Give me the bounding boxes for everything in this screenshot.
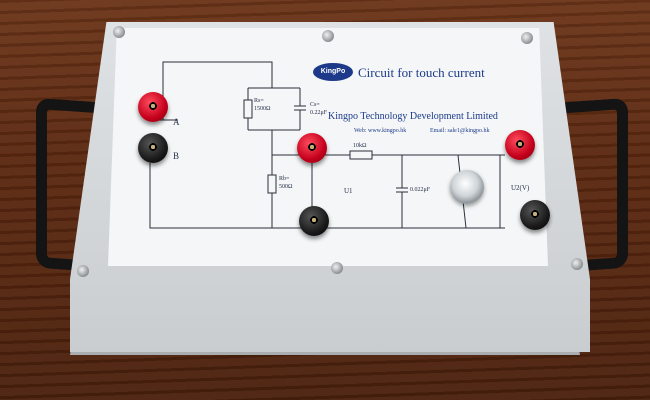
cs-label: Cs= [310, 102, 320, 108]
rb-value: 500Ω [279, 184, 293, 190]
screw-top-center [322, 30, 334, 42]
rb-label: Rb= [279, 176, 290, 182]
screw-top-right [521, 32, 533, 44]
terminal-u1-black[interactable] [299, 206, 329, 236]
terminal-u2-red[interactable] [505, 130, 535, 160]
c1-value: 0.022μF [410, 187, 431, 193]
terminal-u2-black[interactable] [520, 200, 550, 230]
terminal-u1-red[interactable] [297, 133, 327, 163]
rs-label: Rs= [254, 98, 264, 104]
kingpo-logo: KingPo [313, 63, 353, 81]
panel-title: Circuit for touch current [358, 65, 485, 80]
terminal-b-black[interactable] [138, 133, 168, 163]
company-name: Kingpo Technology Development Limited [328, 111, 498, 122]
terminal-a-label: A [173, 117, 180, 127]
screw-bottom-center [331, 262, 343, 274]
cs-value: 0.22μF [310, 110, 328, 116]
screw-bottom-left [77, 265, 89, 277]
terminal-a-red[interactable] [138, 92, 168, 122]
website-text: Web: www.kingpo.hk [354, 128, 407, 134]
bnc-connector[interactable] [450, 170, 484, 204]
screw-bottom-right [571, 258, 583, 270]
terminal-b-label: B [173, 151, 180, 161]
screw-top-left [113, 26, 125, 38]
email-text: Email: sale1@kingpo.hk [430, 128, 490, 134]
rs-value: 1500Ω [254, 106, 271, 112]
r1-value: 10kΩ [353, 143, 367, 149]
u1-label: U1 [344, 187, 353, 195]
u2-label: U2(V) [511, 184, 530, 192]
